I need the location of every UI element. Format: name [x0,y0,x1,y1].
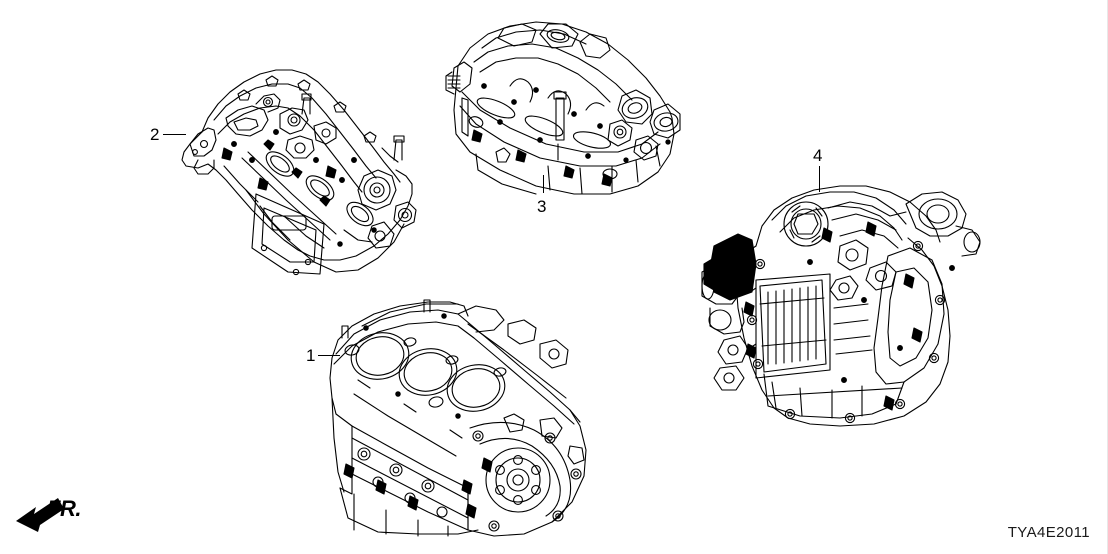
diagram-part-number: TYA4E2011 [1007,524,1090,541]
front-direction-arrow-icon [16,498,64,532]
callout-number-3[interactable]: 3 [537,197,547,216]
callout-number-4[interactable]: 4 [813,146,823,165]
part-engine-block-assembly[interactable] [318,268,594,538]
front-direction-label: FR. [47,496,81,521]
callout-number-2[interactable]: 2 [150,125,160,144]
leader-line-2 [163,134,186,135]
leader-line-4 [819,166,820,192]
part-cylinder-head-assembly-rear[interactable] [440,14,692,204]
leader-line-1 [318,355,340,356]
callout-number-1[interactable]: 1 [306,346,316,365]
part-cylinder-head-assembly-front[interactable] [168,48,426,276]
leader-line-3 [543,175,544,193]
part-transmission-assembly[interactable] [700,168,994,432]
